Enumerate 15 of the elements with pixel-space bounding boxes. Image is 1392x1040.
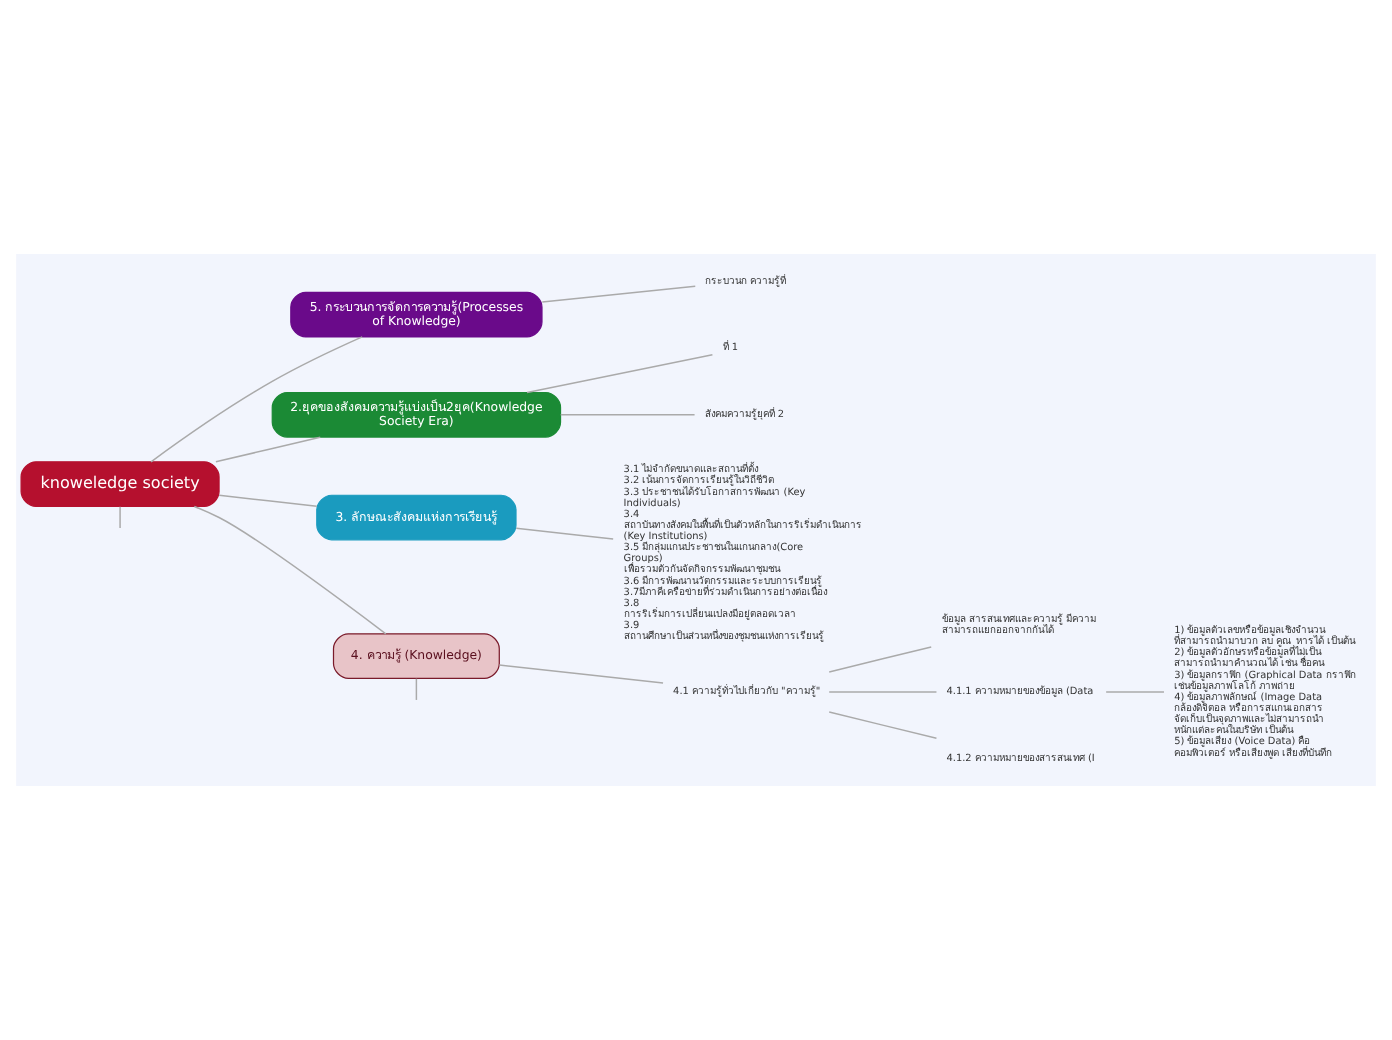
connector [526, 353, 714, 394]
connector [515, 527, 614, 540]
connector [559, 414, 696, 416]
connector [215, 436, 321, 463]
connector [828, 646, 932, 673]
connector [218, 494, 318, 508]
connector [193, 505, 387, 635]
connector [828, 711, 938, 740]
connector [828, 691, 938, 693]
connector [415, 677, 418, 701]
connector [498, 664, 664, 684]
connector [541, 285, 696, 303]
connector [150, 336, 363, 463]
connector [1105, 691, 1165, 693]
connector [119, 506, 121, 529]
